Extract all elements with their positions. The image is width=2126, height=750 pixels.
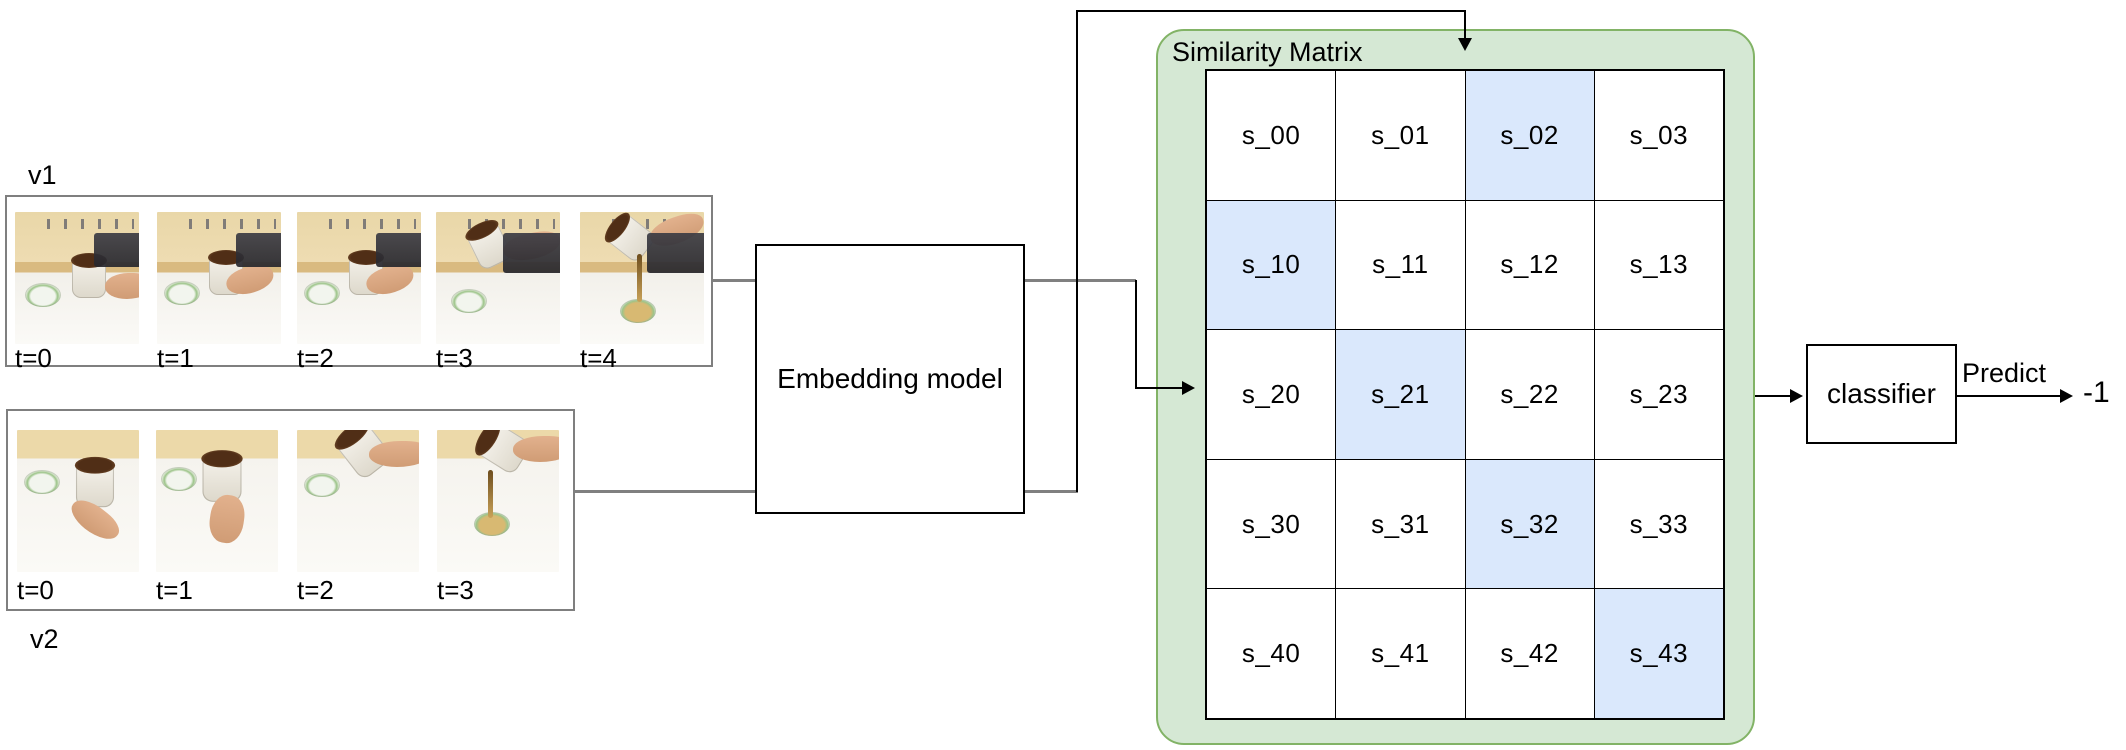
frame-time-label: t=2 — [297, 343, 334, 373]
similarity-matrix-title: Similarity Matrix — [1172, 37, 1363, 67]
connector-matrix-to-classifier — [1755, 395, 1792, 397]
similarity-matrix-grid: s_00 s_01 s_02 s_03 s_10 s_11 s_12 s_13 … — [1205, 69, 1725, 720]
matrix-cell: s_31 — [1336, 459, 1465, 589]
connector-top-segment — [1076, 10, 1466, 12]
frame-time-label: t=3 — [437, 575, 474, 605]
connector-classifier-to-output — [1957, 395, 2061, 397]
glass-cup-shape — [619, 299, 656, 324]
frame-time-label: t=4 — [580, 343, 617, 373]
matrix-cell: s_33 — [1594, 459, 1723, 589]
glass-cup-shape — [164, 280, 201, 305]
predict-label: Predict — [1962, 358, 2047, 388]
pour-stream-shape — [637, 254, 643, 302]
glass-cup-shape — [24, 283, 61, 308]
frame-time-label: t=1 — [156, 575, 193, 605]
connector-embedding-out-bottom — [1025, 490, 1078, 493]
matrix-cell: s_11 — [1336, 200, 1465, 330]
matrix-cell: s_01 — [1336, 71, 1465, 200]
classifier-label: classifier — [1827, 378, 1936, 409]
connector-up-segment — [1076, 10, 1078, 492]
video-frame — [17, 430, 139, 572]
video-frame — [15, 212, 139, 344]
glass-cup-shape — [304, 472, 341, 497]
matrix-cell: s_32 — [1465, 459, 1594, 589]
matrix-cell: s_10 — [1207, 200, 1336, 330]
matrix-cell: s_41 — [1336, 589, 1465, 718]
glass-cup-shape — [160, 466, 197, 491]
embedding-model-label: Embedding model — [777, 363, 1003, 394]
frame-time-label: t=2 — [297, 575, 334, 605]
frame-time-label: t=0 — [17, 575, 54, 605]
coffee-cup-shape — [466, 222, 514, 272]
glass-cup-shape — [304, 280, 341, 305]
hand-shape — [513, 435, 559, 462]
matrix-cell: s_21 — [1336, 330, 1465, 459]
video-frame — [580, 212, 704, 344]
classifier-box: classifier — [1806, 344, 1957, 444]
hand-shape — [501, 228, 560, 264]
connector-mid-down-segment — [1135, 280, 1137, 388]
matrix-cell: s_00 — [1207, 71, 1336, 200]
video-frame — [437, 430, 559, 572]
arrowhead-into-matrix-left — [1182, 381, 1195, 395]
connector-v2-to-embedding — [575, 490, 755, 493]
connector-into-matrix-left — [1135, 387, 1183, 389]
video-frame — [157, 212, 281, 344]
matrix-cell: s_43 — [1594, 589, 1723, 718]
hand-shape — [105, 272, 139, 299]
coffee-cup-shape — [348, 249, 385, 295]
arrowhead-into-matrix-top — [1458, 38, 1472, 51]
embedding-model-box: Embedding model — [755, 244, 1025, 514]
matrix-cell: s_40 — [1207, 589, 1336, 718]
hand-shape — [369, 441, 419, 468]
connector-embedding-out-mid — [1025, 279, 1136, 282]
prediction-value: -1 — [2083, 376, 2110, 409]
matrix-cell: s_12 — [1465, 200, 1594, 330]
matrix-cell: s_23 — [1594, 330, 1723, 459]
video-v1-label: v1 — [28, 160, 57, 190]
glass-cup-shape — [450, 288, 487, 313]
video-frame — [156, 430, 278, 572]
video-v2-frame-strip: t=0 t=1 t=2 t=3 — [6, 409, 575, 611]
coffee-cup-shape — [71, 252, 108, 298]
video-v2-label: v2 — [30, 624, 59, 654]
matrix-cell: s_02 — [1465, 71, 1594, 200]
matrix-cell: s_13 — [1594, 200, 1723, 330]
connector-down-into-matrix-top — [1464, 10, 1466, 39]
video-frame — [297, 212, 421, 344]
arrowhead-predict — [2060, 389, 2073, 403]
matrix-cell: s_20 — [1207, 330, 1336, 459]
pour-stream-shape — [488, 469, 494, 519]
matrix-cell: s_30 — [1207, 459, 1336, 589]
frame-time-label: t=1 — [157, 343, 194, 373]
arrowhead-into-classifier — [1790, 389, 1803, 403]
matrix-cell: s_22 — [1465, 330, 1594, 459]
coffee-cup-shape — [606, 213, 658, 264]
connector-v1-to-embedding — [713, 279, 755, 282]
frame-time-label: t=0 — [15, 343, 52, 373]
matrix-cell: s_03 — [1594, 71, 1723, 200]
video-frame — [297, 430, 419, 572]
glass-cup-shape — [24, 469, 61, 494]
frame-time-label: t=3 — [436, 343, 473, 373]
matrix-cell: s_42 — [1465, 589, 1594, 718]
hand-shape — [646, 212, 704, 252]
video-v1-frame-strip: t=0 t=1 t=2 t=3 t=4 — [5, 195, 713, 373]
video-frame — [436, 212, 560, 344]
